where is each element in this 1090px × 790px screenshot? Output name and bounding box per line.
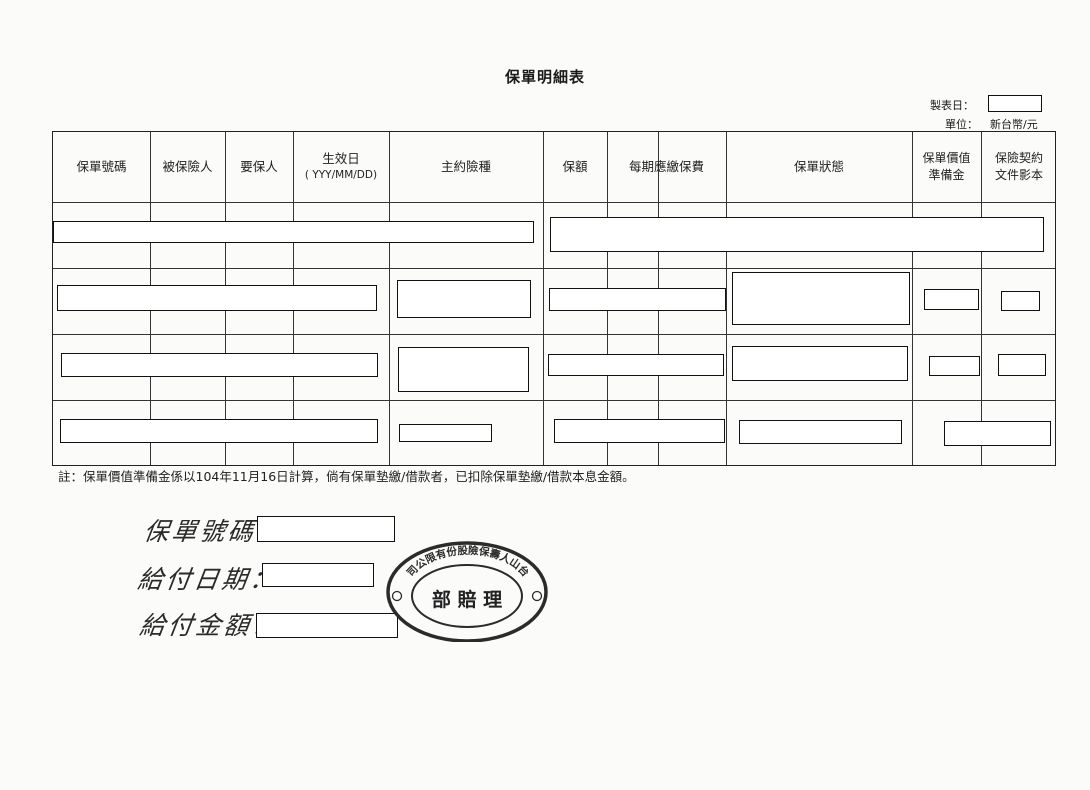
redaction-box <box>397 280 531 318</box>
redaction-box <box>60 419 378 443</box>
redaction-box <box>53 221 534 243</box>
redaction-box <box>262 563 374 587</box>
header-insured: 被保險人 <box>162 158 213 174</box>
redaction-box <box>399 424 492 442</box>
redaction-box <box>549 288 726 311</box>
redaction-box <box>929 356 980 376</box>
header-policy-number: 保單號碼 <box>76 158 127 174</box>
policy-table: 保單號碼 被保險人 要保人 生效日( YYY/MM/DD) 主約險種 保額 每期… <box>52 131 1056 466</box>
redaction-box <box>924 289 979 310</box>
svg-text:部 賠 理: 部 賠 理 <box>432 588 502 611</box>
header-effective-date: 生效日( YYY/MM/DD) <box>304 151 378 182</box>
header-contract-copy: 保險契約文件影本 <box>994 150 1043 182</box>
report-date-redaction <box>988 95 1042 112</box>
redaction-box <box>1001 291 1040 311</box>
unit-label: 單位： <box>945 118 978 131</box>
report-date-label: 製表日： <box>930 99 974 112</box>
redaction-box <box>554 419 725 443</box>
redaction-box <box>57 285 377 311</box>
redaction-box <box>998 354 1046 376</box>
redaction-box <box>398 347 529 392</box>
redaction-box <box>61 353 378 377</box>
handwritten-payment-date-label: 給付日期： <box>135 565 280 594</box>
redaction-box <box>739 420 902 444</box>
redaction-box <box>944 421 1051 446</box>
redaction-box <box>732 346 908 381</box>
unit-value: 新台幣/元 <box>990 118 1038 131</box>
header-applicant: 要保人 <box>240 158 278 174</box>
header-reserve: 保單價值準備金 <box>922 150 971 182</box>
redaction-box <box>732 272 910 325</box>
claims-department-seal: 司公限有份股險保壽人山台 部 賠 理 <box>384 534 550 643</box>
footnote: 註：保單價值準備金係以104年11月16日計算，倘有保單墊繳/借款者，已扣除保單… <box>58 469 635 484</box>
document-title: 保單明細表 <box>504 68 585 86</box>
redaction-box <box>256 613 398 638</box>
redaction-box <box>550 217 1044 252</box>
header-premium: 每期應繳保費 <box>628 158 704 174</box>
header-policy-status: 保單狀態 <box>793 158 844 174</box>
redaction-box <box>257 516 395 542</box>
header-main-plan: 主約險種 <box>440 158 491 174</box>
header-sum-insured: 保額 <box>562 158 588 174</box>
redaction-box <box>548 354 724 376</box>
